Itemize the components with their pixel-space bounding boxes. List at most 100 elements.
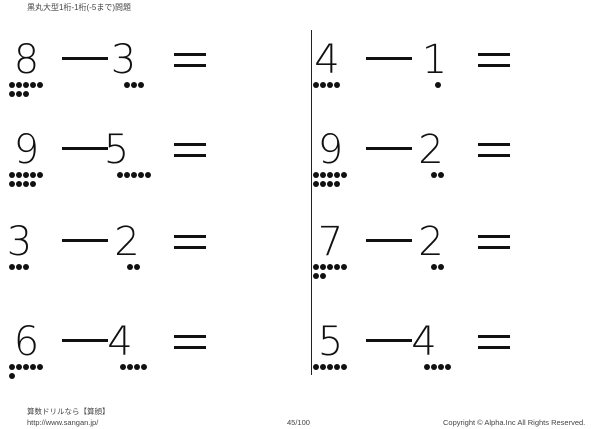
subtraction-problem: 9 2 <box>308 130 528 190</box>
equals-sign <box>174 335 206 338</box>
subtraction-problem: 7 2 <box>308 222 528 282</box>
dot <box>438 172 444 178</box>
dot <box>134 364 140 370</box>
subtraction-problem: 8 3 <box>4 40 224 100</box>
minus-sign <box>62 147 108 150</box>
dot <box>23 82 29 88</box>
minuend: 8 <box>13 37 40 83</box>
equals-sign <box>478 335 510 338</box>
minuend: 5 <box>317 319 344 365</box>
subtrahend: 3 <box>110 37 137 83</box>
footer-url[interactable]: http://www.sangan.jp/ <box>27 418 99 427</box>
dot <box>30 82 36 88</box>
minuend: 7 <box>317 219 344 265</box>
equals-sign <box>478 235 510 238</box>
dot <box>9 91 15 97</box>
dot <box>30 364 36 370</box>
minuend: 9 <box>317 127 344 173</box>
counting-dots <box>424 364 484 373</box>
subtrahend: 4 <box>411 319 437 365</box>
equals-sign <box>174 235 206 238</box>
dot <box>334 181 340 187</box>
equals-sign <box>478 154 510 157</box>
equals-sign <box>478 246 510 249</box>
subtraction-problem: 3 2 <box>4 222 224 282</box>
dot <box>9 82 15 88</box>
dot <box>327 264 333 270</box>
minus-sign <box>62 57 108 60</box>
dot <box>16 91 22 97</box>
dot <box>137 172 144 178</box>
dot <box>16 172 22 178</box>
dot <box>127 364 133 370</box>
dot <box>341 364 347 370</box>
subtrahend: 2 <box>114 219 140 265</box>
dot <box>23 181 29 187</box>
dot <box>320 273 326 279</box>
counting-dots <box>431 264 491 273</box>
subtrahend: 4 <box>107 319 133 365</box>
dot <box>320 181 326 187</box>
column-divider <box>311 30 312 375</box>
dot <box>127 264 133 270</box>
minus-sign <box>62 239 108 242</box>
minus-sign <box>62 339 108 342</box>
dot <box>327 172 333 178</box>
dot <box>16 364 22 370</box>
dot <box>431 264 437 270</box>
equals-sign <box>174 143 206 146</box>
counting-dots <box>9 364 69 382</box>
dot <box>9 373 15 379</box>
minus-sign <box>366 147 412 150</box>
equals-sign <box>478 143 510 146</box>
counting-dots <box>9 172 69 190</box>
dot <box>37 364 43 370</box>
dot <box>116 172 123 178</box>
subtrahend: 2 <box>418 127 444 173</box>
counting-dots <box>116 172 177 181</box>
dot <box>16 181 22 187</box>
dot <box>16 82 22 88</box>
minus-sign <box>366 339 412 342</box>
dot <box>313 364 319 370</box>
counting-dots <box>313 364 373 373</box>
minuend: 9 <box>13 127 40 173</box>
counting-dots <box>313 264 373 282</box>
dot <box>431 364 437 370</box>
dot <box>438 364 444 370</box>
dot <box>341 264 347 270</box>
dot <box>30 172 36 178</box>
copyright: Copyright © Alpha.Inc All Rights Reserve… <box>443 418 586 427</box>
counting-dots <box>120 364 180 373</box>
dot <box>320 264 326 270</box>
dot <box>137 82 144 88</box>
footer-brand: 算数ドリルなら【算顔】 <box>27 407 110 416</box>
dot <box>144 172 151 178</box>
counting-dots <box>431 172 491 181</box>
dot <box>320 172 326 178</box>
dot <box>9 364 15 370</box>
equals-sign <box>174 64 206 67</box>
equals-sign <box>174 154 206 157</box>
counting-dots <box>123 82 184 91</box>
dot <box>23 172 29 178</box>
counting-dots <box>313 82 373 91</box>
counting-dots <box>9 264 69 273</box>
equals-sign <box>174 53 206 56</box>
dot <box>313 181 319 187</box>
minus-sign <box>366 239 412 242</box>
dot <box>341 172 347 178</box>
dot <box>327 364 333 370</box>
dot <box>123 172 130 178</box>
dot <box>23 264 29 270</box>
dot <box>334 172 340 178</box>
subtrahend: 1 <box>421 37 448 83</box>
dot <box>130 82 137 88</box>
dot <box>438 264 444 270</box>
dot <box>9 181 15 187</box>
minuend: 6 <box>13 319 40 365</box>
equals-sign <box>478 53 510 56</box>
minuend: 3 <box>6 219 33 265</box>
counting-dots <box>127 264 187 273</box>
